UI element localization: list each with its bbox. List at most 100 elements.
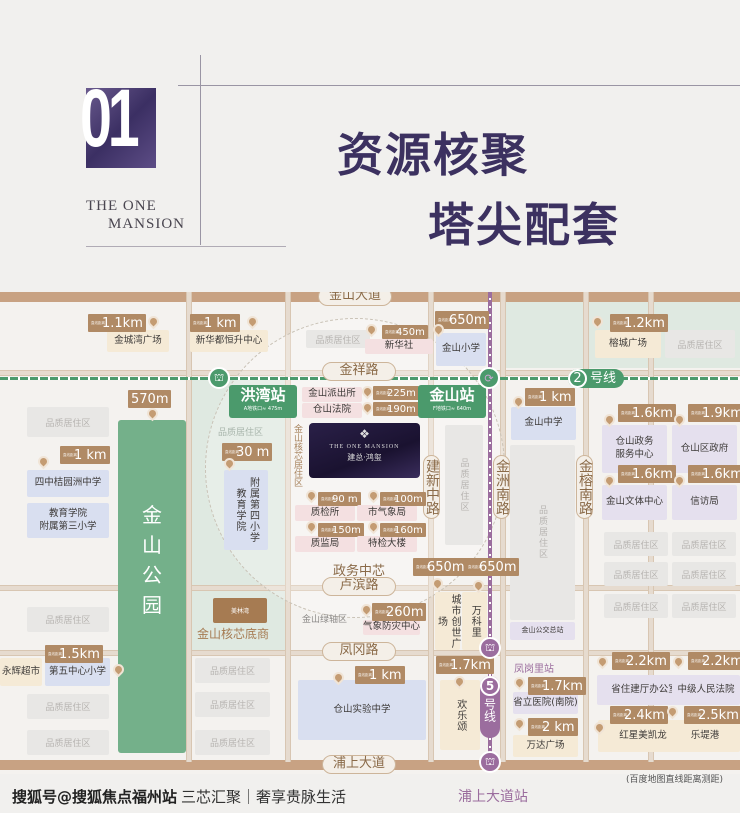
title-line-1: 资源核聚 xyxy=(337,128,529,182)
line-number: 5 xyxy=(480,676,500,696)
poi-0: 金城湾广场 xyxy=(107,330,169,352)
poi-3: 金山小学 xyxy=(436,333,486,366)
core-retail-label: 金山核芯底商 xyxy=(197,627,270,641)
distance-value: 1 km xyxy=(539,389,572,405)
badge-prefix: 直线距离 xyxy=(528,395,542,399)
park-name: 金山公园 xyxy=(142,503,162,617)
distance-value: 650m xyxy=(427,559,465,575)
road xyxy=(648,292,654,762)
title-line-2: 塔尖配套 xyxy=(428,198,620,252)
map-pin-icon xyxy=(35,453,52,470)
poi-19: 城市创世广场 xyxy=(435,592,460,650)
station-name: 金山站 xyxy=(429,386,475,404)
green-axis-label: 金山绿轴区 xyxy=(302,615,348,625)
residential-label: 品质居住区 xyxy=(218,428,264,438)
header-divider-top xyxy=(178,85,740,86)
distance-value: 90 m xyxy=(332,493,358,505)
badge-prefix: 直线距离 xyxy=(376,391,390,395)
residential-block: 品质居住区 xyxy=(604,562,668,586)
footer-tagline: 搜狐号@搜狐焦点福州站三芯汇聚｜奢享贵脉生活 xyxy=(12,786,346,807)
distance-value: 2.2km xyxy=(626,653,667,669)
distance-value: 160m xyxy=(394,524,423,536)
badge-prefix: 直线距离 xyxy=(385,330,399,334)
badge-prefix: 直线距离 xyxy=(321,497,335,501)
metro-transfer-icon: ⟳ xyxy=(478,367,500,389)
header-divider-bottom xyxy=(86,246,286,247)
poi-1: 新华都恒升中心 xyxy=(190,330,268,352)
distance-value: 1 km xyxy=(204,315,237,331)
road xyxy=(583,292,589,762)
residential-block: 品质居住区 xyxy=(27,694,109,719)
distance-value: 2.2km xyxy=(702,653,740,669)
distance-value: 30 m xyxy=(236,444,270,460)
map-pin-icon xyxy=(511,715,528,732)
badge-prefix: 直线距离 xyxy=(358,673,372,677)
distance-value: 260m xyxy=(386,604,424,620)
line-label: 号线 xyxy=(590,371,617,386)
residential-block: 品质居住区 xyxy=(665,330,735,358)
residential-block: 品质居住区 xyxy=(672,594,736,618)
distance-value: 1.2km xyxy=(624,315,665,331)
distance-value: 1.9km xyxy=(702,405,740,421)
distance-value: 1.6km xyxy=(632,405,673,421)
road-label-fenggang_lu: 凤冈路 xyxy=(322,642,396,661)
poi-10: 质检所 xyxy=(295,505,355,521)
residential-block: 品质居住区 xyxy=(510,445,575,620)
distance-value: 2.5km xyxy=(698,707,739,723)
residential-block: 品质居住区 xyxy=(672,562,736,586)
badge-prefix: 直线距离 xyxy=(621,411,635,415)
badge-prefix: 直线距离 xyxy=(613,321,627,325)
poi-32: 金山公交总站 xyxy=(510,622,575,640)
badge-prefix: 直线距离 xyxy=(48,652,62,656)
badge-prefix: 直线距离 xyxy=(225,450,239,454)
map-pin-icon xyxy=(144,405,161,422)
station-fenggangli: 凤岗里站 xyxy=(514,664,554,675)
distance-value: 1.5km xyxy=(59,646,100,662)
road-label-jinzhou_nanlu: 金洲南路 xyxy=(493,455,510,519)
poi-29: 中级人民法院 xyxy=(672,675,740,705)
distance-value: 2.4km xyxy=(624,707,665,723)
road-label-jinxiang_lu: 金祥路 xyxy=(322,362,396,381)
distance-badge: 570m xyxy=(128,390,172,408)
metro-station-icon: ⛫ xyxy=(208,367,230,389)
residential-block: 品质居住区 xyxy=(195,658,270,683)
distance-value: 100m xyxy=(394,493,423,505)
poi-4: 榕城广场 xyxy=(595,330,661,358)
distance-value: 450m xyxy=(396,326,425,338)
badge-prefix: 直线距离 xyxy=(691,472,705,476)
distance-value: 150m xyxy=(332,524,361,536)
distance-value: 1.6km xyxy=(702,466,740,482)
residential-block: 品质居住区 xyxy=(195,692,270,717)
poi-22: 永辉超市 xyxy=(0,658,42,686)
map-pin-icon xyxy=(145,313,162,330)
badge-prefix: 直线距离 xyxy=(531,684,545,688)
road xyxy=(186,292,192,762)
distance-value: 1.1km xyxy=(102,315,143,331)
map-pin-icon xyxy=(511,674,528,691)
map-pin-icon xyxy=(670,653,687,670)
poi-26: 省立医院(南院) xyxy=(513,692,578,714)
residential-block: 品质居住区 xyxy=(604,532,668,556)
badge-prefix: 直线距离 xyxy=(615,659,629,663)
road-label-jinshan_dadao: 金山大道 xyxy=(318,292,392,306)
badge-prefix: 直线距离 xyxy=(383,528,397,532)
park-jinshan xyxy=(118,420,186,753)
badge-prefix: 直线距离 xyxy=(621,472,635,476)
residential-block: 品质居住区 xyxy=(604,594,668,618)
poi-8: 教育学院 附属第三小学 xyxy=(27,503,109,538)
